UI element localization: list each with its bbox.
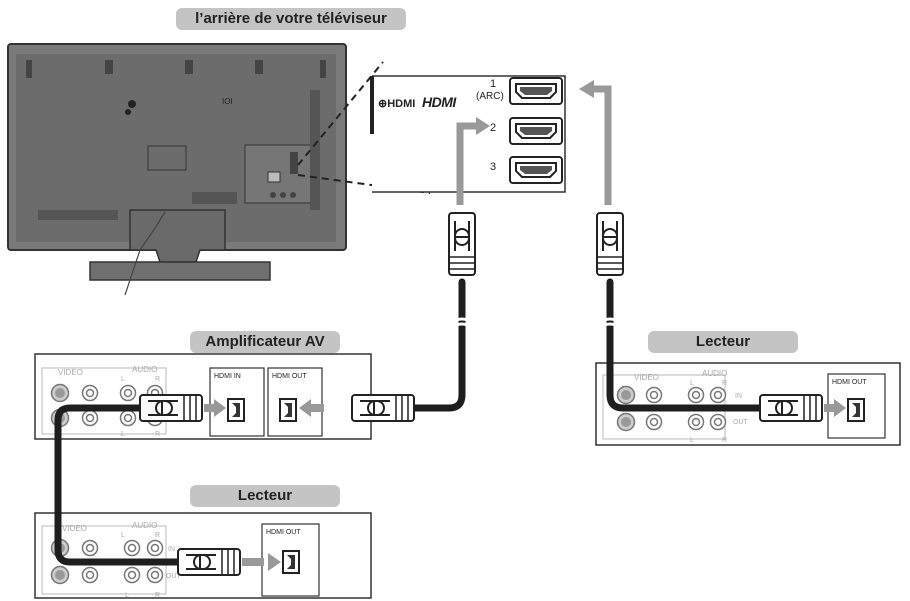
hdmi-port-symbol: ⊕HDMI	[378, 98, 415, 110]
svg-text:OUT: OUT	[733, 419, 749, 426]
hdmi-port-1	[509, 77, 563, 105]
hdmi-logo: HDMI	[422, 94, 457, 110]
player-bottom-hdmi-out-port	[282, 550, 300, 574]
cable-amp-tv	[411, 278, 466, 412]
plug-amp-tv-top	[448, 212, 476, 276]
svg-text:R: R	[155, 431, 160, 438]
arrows-to-tv	[456, 85, 612, 205]
hdmi-port-3-number: 3	[490, 161, 496, 173]
player-right-title: Lecteur	[648, 331, 798, 353]
player-right-hdmi-out-port	[847, 398, 865, 422]
plug-player-tv-top	[596, 212, 624, 276]
plug-amp-out	[351, 394, 415, 422]
hdmi-port-1-number: 1	[490, 78, 496, 90]
amp-hdmi-in-port	[227, 398, 245, 422]
amp-video-label: VIDEO	[58, 368, 83, 377]
svg-text:R: R	[155, 376, 160, 383]
arrows-to-devices	[204, 399, 846, 571]
amp-hdmi-in-label: HDMI IN	[214, 373, 241, 380]
cable-break-marks	[451, 317, 621, 329]
svg-text:L: L	[121, 376, 125, 383]
svg-text:VIDEO: VIDEO	[634, 373, 659, 382]
cable-player-tv	[606, 278, 764, 412]
cables	[54, 278, 764, 566]
plug-player-bottom-out	[177, 548, 241, 576]
player-right-hdmi-out-label: HDMI OUT	[832, 379, 867, 386]
svg-text:L: L	[125, 592, 129, 599]
player-right-device: VIDEO AUDIO L R L R IN OUT HDMI OUT	[595, 362, 901, 446]
player-bottom-hdmi-out-label: HDMI OUT	[266, 529, 301, 536]
svg-text:R: R	[155, 532, 160, 539]
svg-text:L: L	[690, 380, 694, 387]
hdmi-port-2-number: 2	[490, 122, 496, 134]
player-bottom-title: Lecteur	[190, 485, 340, 507]
svg-text:R: R	[722, 380, 727, 387]
hdmi-panel: ⊕HDMI HDMI 1 (ARC) 2 3	[370, 75, 566, 193]
amp-hdmi-out-port	[279, 398, 297, 422]
svg-text:R: R	[155, 592, 160, 599]
svg-text:IOI: IOI	[222, 97, 233, 106]
hdmi-port-3	[509, 156, 563, 184]
amp-hdmi-out-label: HDMI OUT	[272, 373, 307, 380]
amp-title: Amplificateur AV	[190, 331, 340, 353]
svg-text:AUDIO: AUDIO	[702, 369, 727, 378]
svg-text:AUDIO: AUDIO	[132, 521, 157, 530]
svg-text:L: L	[690, 437, 694, 444]
tv-back: IOI	[7, 43, 347, 296]
plug-amp-in	[139, 394, 203, 422]
arrow-head-port1	[579, 80, 594, 98]
hdmi-port-1-note: (ARC)	[476, 91, 504, 102]
svg-text:L: L	[121, 431, 125, 438]
svg-text:L: L	[121, 532, 125, 539]
svg-text:OUT: OUT	[166, 573, 182, 580]
svg-text:R: R	[722, 437, 727, 444]
svg-text:VIDEO: VIDEO	[62, 524, 87, 533]
arrow-head-port2	[476, 117, 490, 135]
hdmi-port-2	[509, 117, 563, 145]
cable-amp-player	[54, 404, 182, 566]
plug-player-right-out	[759, 394, 823, 422]
amp-device: VIDEO AUDIO L R L R HDMI IN HDMI OUT	[34, 353, 372, 440]
tv-back-title: l’arrière de votre téléviseur	[176, 8, 406, 30]
amp-audio-label: AUDIO	[132, 365, 157, 374]
svg-text:IN: IN	[168, 546, 175, 553]
svg-text:IN: IN	[735, 393, 742, 400]
